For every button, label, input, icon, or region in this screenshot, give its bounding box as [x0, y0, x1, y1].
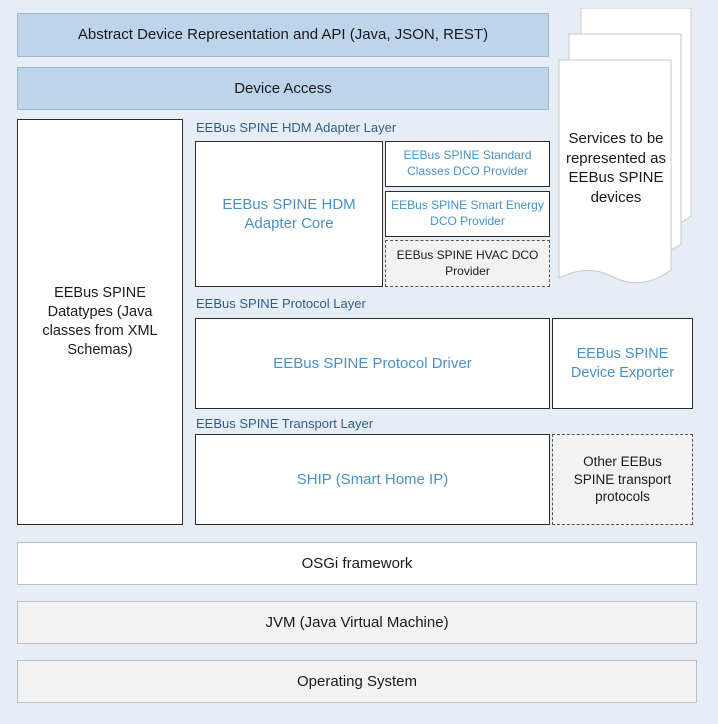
other-transport-box: Other EEBus SPINE transport protocols	[552, 434, 693, 525]
protocol-driver-box: EEBus SPINE Protocol Driver	[195, 318, 550, 409]
smart-energy-provider-box: EEBus SPINE Smart Energy DCO Provider	[385, 191, 550, 237]
osgi-layer: OSGi framework	[17, 542, 697, 585]
os-text: Operating System	[296, 672, 418, 690]
api-layer-text: Abstract Device Representation and API (…	[77, 26, 489, 44]
protocol-layer-label: EEBus SPINE Protocol Layer	[196, 296, 366, 311]
hvac-provider-text: EEBus SPINE HVAC DCO Provider	[396, 247, 539, 278]
standard-provider-text: EEBus SPINE Standard Classes DCO Provide…	[403, 148, 532, 178]
hdm-layer-label: EEBus SPINE HDM Adapter Layer	[196, 120, 397, 135]
hvac-provider-box: EEBus SPINE HVAC DCO Provider	[385, 240, 550, 287]
osgi-text: OSGi framework	[301, 554, 413, 572]
jvm-text: JVM (Java Virtual Machine)	[265, 613, 449, 631]
jvm-layer: JVM (Java Virtual Machine)	[17, 601, 697, 644]
hdm-core-text: EEBus SPINE HDM Adapter Core	[222, 195, 356, 233]
other-transport-text: Other EEBus SPINE transport protocols	[573, 454, 672, 505]
ship-box: SHIP (Smart Home IP)	[195, 434, 550, 525]
datatypes-text: EEBus SPINE Datatypes (Java classes from…	[42, 285, 158, 358]
os-layer: Operating System	[17, 660, 697, 703]
services-text: Services to be represented as EEBus SPIN…	[565, 130, 667, 206]
services-label: Services to be represented as EEBus SPIN…	[558, 118, 674, 218]
datatypes-box: EEBus SPINE Datatypes (Java classes from…	[17, 119, 183, 525]
device-exporter-box: EEBus SPINE Device Exporter	[552, 318, 693, 409]
transport-layer-label: EEBus SPINE Transport Layer	[196, 416, 374, 431]
device-access-text: Device Access	[234, 79, 332, 97]
device-access-layer: Device Access	[17, 67, 549, 110]
smart-energy-provider-text: EEBus SPINE Smart Energy DCO Provider	[391, 198, 544, 228]
hdm-core-box: EEBus SPINE HDM Adapter Core	[195, 141, 383, 287]
ship-text: SHIP (Smart Home IP)	[296, 470, 449, 488]
standard-provider-box: EEBus SPINE Standard Classes DCO Provide…	[385, 141, 550, 187]
document-stack-icon	[558, 8, 692, 284]
device-exporter-text: EEBus SPINE Device Exporter	[570, 345, 675, 381]
protocol-driver-text: EEBus SPINE Protocol Driver	[273, 354, 472, 372]
api-layer: Abstract Device Representation and API (…	[17, 13, 549, 57]
